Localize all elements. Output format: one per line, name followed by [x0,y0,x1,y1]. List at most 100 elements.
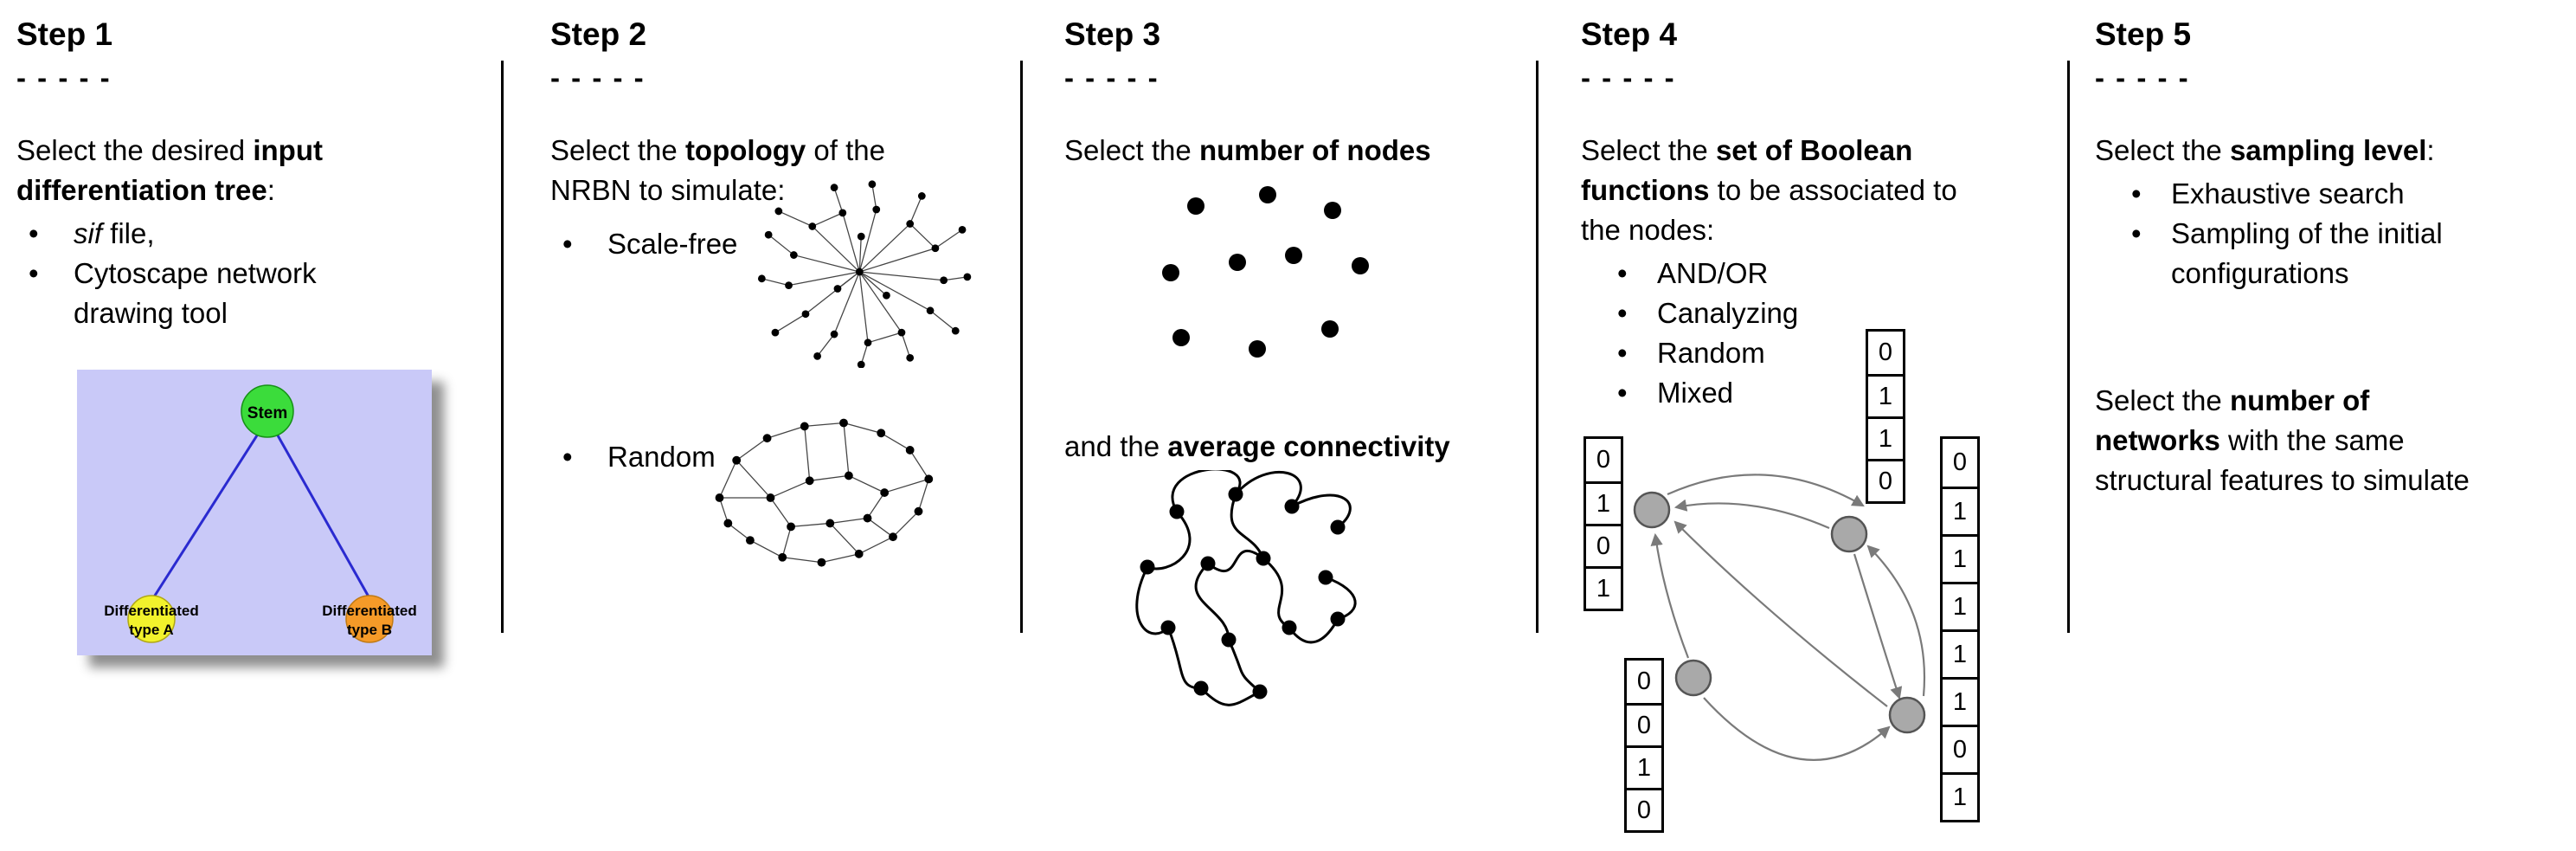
step-3-column: Step 3 - - - - - Select the number of no… [1064,16,1527,706]
table-cell: 0 [1636,667,1652,695]
text-segment: Cytoscape network [74,257,317,289]
step3-text-connectivity: and the average connectivity [1064,427,1450,467]
step5-dashes: - - - - - [2095,61,2190,93]
differentiation-tree-svg: Stem Differentiated type A Differentiate… [77,370,432,655]
text-line: Random [607,437,716,477]
step-1-column: Step 1 - - - - - Select the desired inpu… [16,16,488,655]
table-cell: 0 [1878,338,1893,366]
bullet-canalyzing: Canalyzing [1581,293,2052,333]
text-segment: of the [806,134,885,166]
boolean-node-3 [1674,659,1712,697]
text-segment: networks [2095,424,2220,456]
table-cell: 0 [1627,788,1661,830]
text-line: Select the topology of the [550,131,1009,171]
tree-edge-a [151,435,259,599]
bullet-exhaustive-search: Exhaustive search [2095,174,2571,214]
table-cell: 1 [1943,629,1977,677]
column-divider-2 [1020,61,1023,633]
step4-bullet-list: AND/OR Canalyzing Random Mixed [1581,254,2052,413]
text-segment: topology [684,134,806,166]
text-segment: set of Boolean [1715,134,1913,166]
text-line: Canalyzing [1657,293,2052,333]
text-line: differentiation tree: [16,171,488,210]
table-cell: 0 [1586,524,1621,566]
bullet-random: Random [550,437,716,477]
text-line: AND/OR [1657,254,2052,293]
text-line: structural features to simulate [2095,461,2470,500]
edge-arrow [1853,553,1903,700]
boolean-network-graph [1633,474,1926,761]
edge-arrow [1673,499,1830,530]
type-b-node [345,595,394,643]
step5-bullet-list: Exhaustive search Sampling of the initia… [2095,174,2571,293]
text-segment: NRBN to simulate: [550,174,786,206]
text-segment: functions [1581,174,1710,206]
bullet-sampling-initial: Sampling of the initial configurations [2095,214,2571,293]
text-segment: Sampling of the initial [2171,217,2443,249]
step1-dashes: - - - - - [16,61,112,93]
step1-bullet-list: sif file, Cytoscape network drawing tool [16,214,488,333]
type-a-node [127,595,176,643]
text-line: configurations [2171,254,2571,293]
step4-intro: Select the set of Boolean functions to b… [1581,131,2052,250]
table-cell: 1 [1627,745,1661,788]
random-network-figure [715,418,934,567]
text-line: functions to be associated to [1581,171,2052,210]
bullet-random-functions: Random [1581,333,2052,373]
text-segment: differentiation tree [16,174,267,206]
column-divider-4 [2067,61,2070,633]
bullet-mixed: Mixed [1581,373,2052,413]
nodes-dots-figure [1162,186,1369,358]
step-4-column: Step 4 - - - - - Select the set of Boole… [1581,16,2052,833]
text-segment: file, [102,217,155,249]
text-segment: number of [2229,384,2370,416]
text-segment: configurations [2171,257,2349,289]
text-line: Select the set of Boolean [1581,131,2052,171]
table-cell: 0 [1943,725,1977,772]
text-segment: Select the [1064,134,1199,166]
truth-table-bottom-left: 0 0 1 0 [1624,658,1664,833]
boolean-node-4 [1888,696,1926,734]
step5-title: Step 5 [2095,16,2192,52]
table-cell: 0 [1596,446,1611,474]
bullet-and-or: AND/OR [1581,254,2052,293]
text-segment: : [2426,134,2435,166]
text-segment: Select the [2095,384,2230,416]
table-cell: 1 [1943,677,1977,725]
step4-dashes: - - - - - [1581,61,1676,93]
step2-intro: Select the topology of the NRBN to simul… [550,131,1009,210]
text-segment: input [253,134,323,166]
text-segment: Select the desired [16,134,254,166]
text-line: Random [1657,333,2052,373]
text-line: Select the sampling level: [2095,131,2571,171]
text-segment: Canalyzing [1657,297,1799,329]
bullet-cytoscape: Cytoscape network drawing tool [16,254,488,333]
type-a-label-line2: type A [129,622,173,638]
edge-arrow [1703,697,1891,761]
text-segment: Select the [2095,134,2230,166]
table-cell: 1 [1586,566,1621,609]
text-segment: and the [1064,430,1168,462]
text-segment: Exhaustive search [2171,177,2405,210]
step3-dashes: - - - - - [1064,61,1160,93]
step5-text-networks: Select the number of networks with the s… [2095,381,2470,500]
step5-text-sampling: Select the sampling level: [2095,131,2571,171]
text-line: NRBN to simulate: [550,171,1009,210]
text-segment: sif [74,217,102,249]
type-b-label-line2: type B [347,622,392,638]
step3-text-nodes: Select the number of nodes [1064,131,1527,171]
boolean-network-figure: 0 1 0 1 0 1 1 0 0 0 1 0 0 1 1 1 [1581,324,1996,851]
step-2-column: Step 2 - - - - - Select the topology of … [550,16,1009,567]
step2-title: Step 2 [550,16,647,52]
scale-free-network-figure [757,180,972,368]
table-cell: 1 [1868,416,1903,459]
table-cell: 1 [1586,481,1621,524]
boolean-node-1 [1633,491,1671,529]
table-cell: 1 [1943,582,1977,629]
text-segment: Select the [1581,134,1716,166]
text-line: Scale-free [607,224,1009,264]
text-segment: the nodes: [1581,214,1715,246]
text-segment: drawing tool [74,297,228,329]
step3-title: Step 3 [1064,16,1161,52]
